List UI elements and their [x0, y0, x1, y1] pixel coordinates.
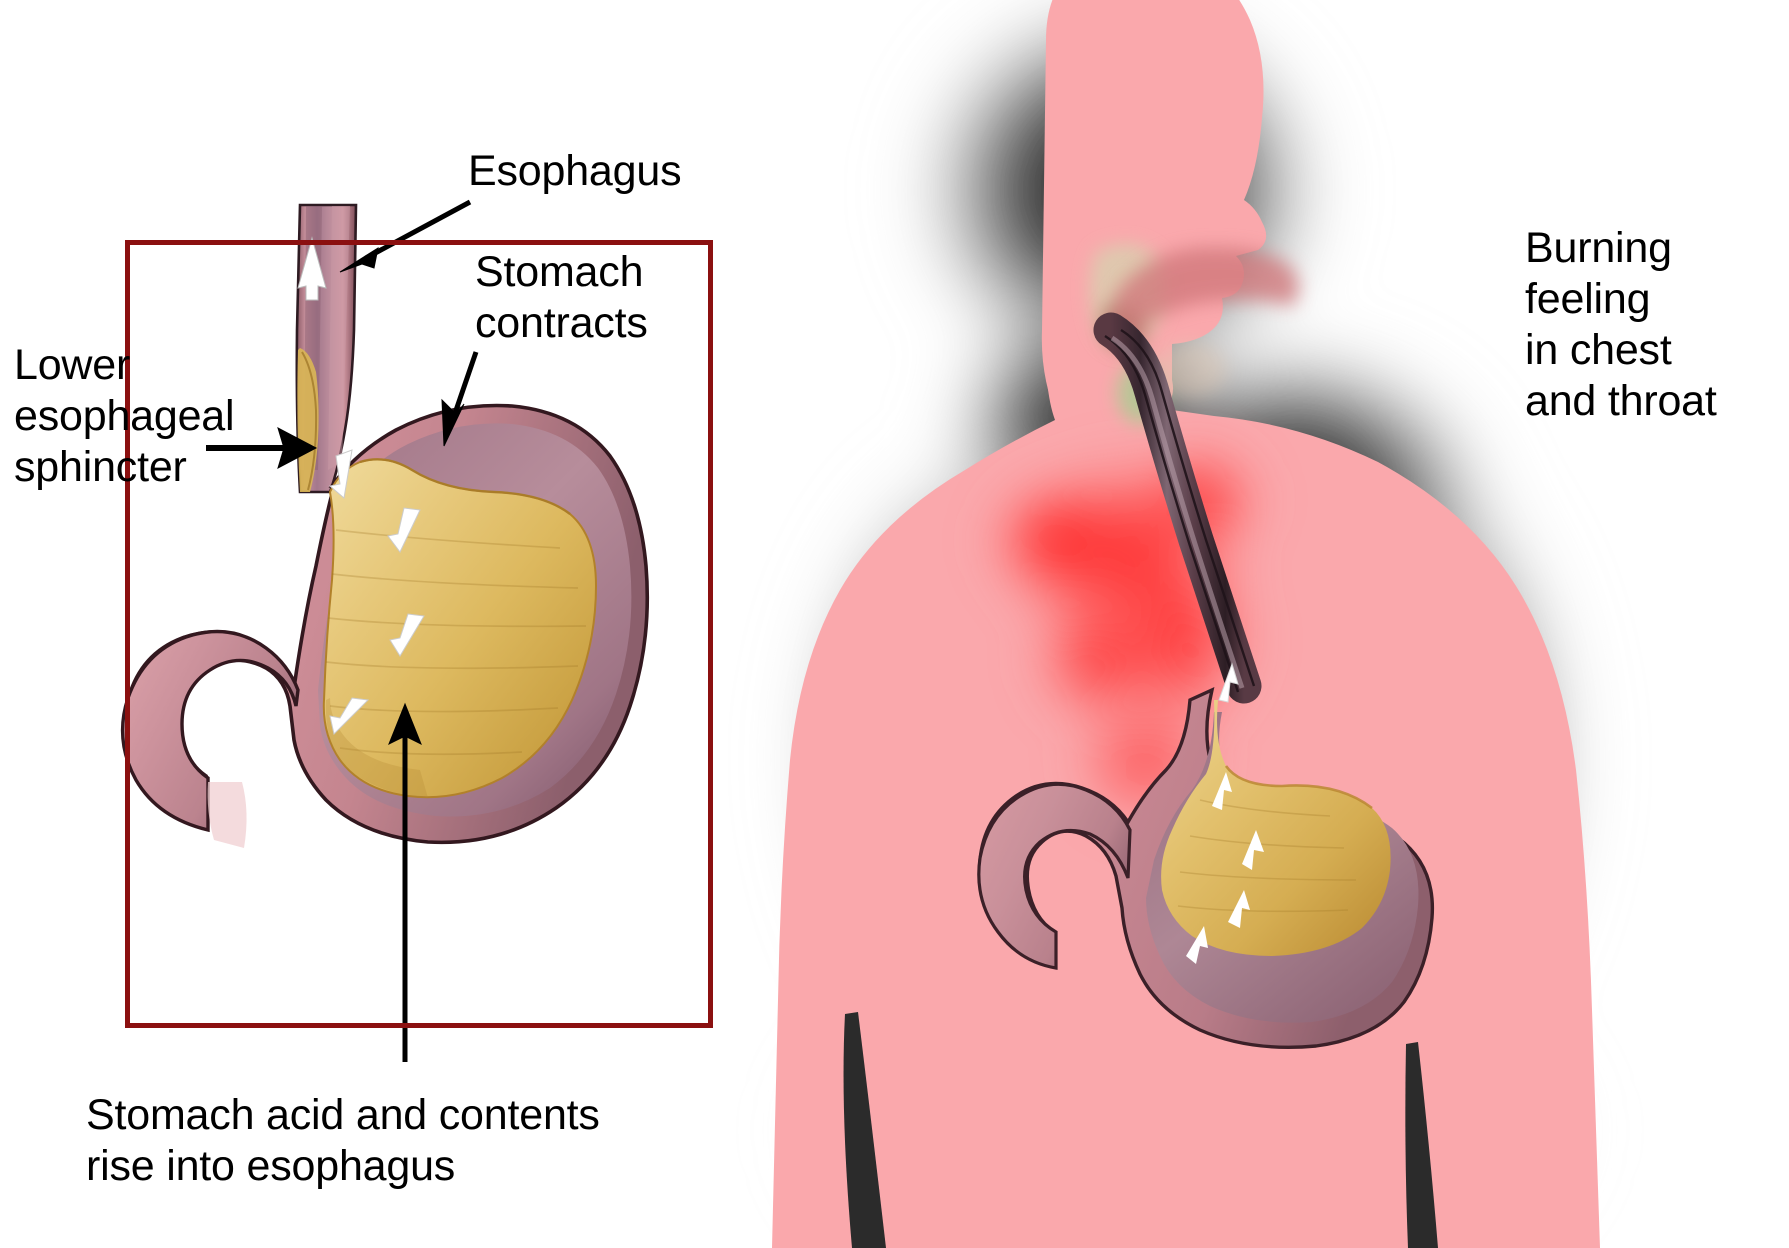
pointer-arrows	[206, 199, 479, 1062]
label-lower-esophageal-sphincter: Lower esophageal sphincter	[14, 341, 235, 491]
reflux-arrow-esophagus-right	[1218, 662, 1239, 703]
pointer-arrow-les	[206, 427, 318, 469]
right-arm-crease	[1405, 1042, 1438, 1248]
pointer-arrow-stomach-contracts	[441, 351, 479, 447]
stomach-cross-section	[120, 236, 650, 848]
pointer-arrow-stomach-acid	[388, 702, 422, 1062]
reflux-arrows-right-stomach	[1186, 772, 1264, 964]
reflux-arrows-left-stomach	[328, 449, 425, 735]
label-burning-feeling: Burning feeling in chest and throat	[1525, 224, 1717, 425]
left-arm-crease	[843, 1012, 886, 1248]
esophagus-tube	[1093, 312, 1262, 704]
reflux-arrow-esophagus-left	[297, 236, 327, 301]
stomach-right-panel	[977, 687, 1435, 1049]
label-stomach-acid-rises: Stomach acid and contents rise into esop…	[86, 1091, 600, 1190]
label-stomach-contracts: Stomach contracts	[475, 248, 648, 347]
cross-section-outline-box	[125, 240, 713, 1028]
label-esophagus: Esophagus	[468, 147, 682, 195]
pointer-arrow-esophagus	[339, 199, 472, 273]
